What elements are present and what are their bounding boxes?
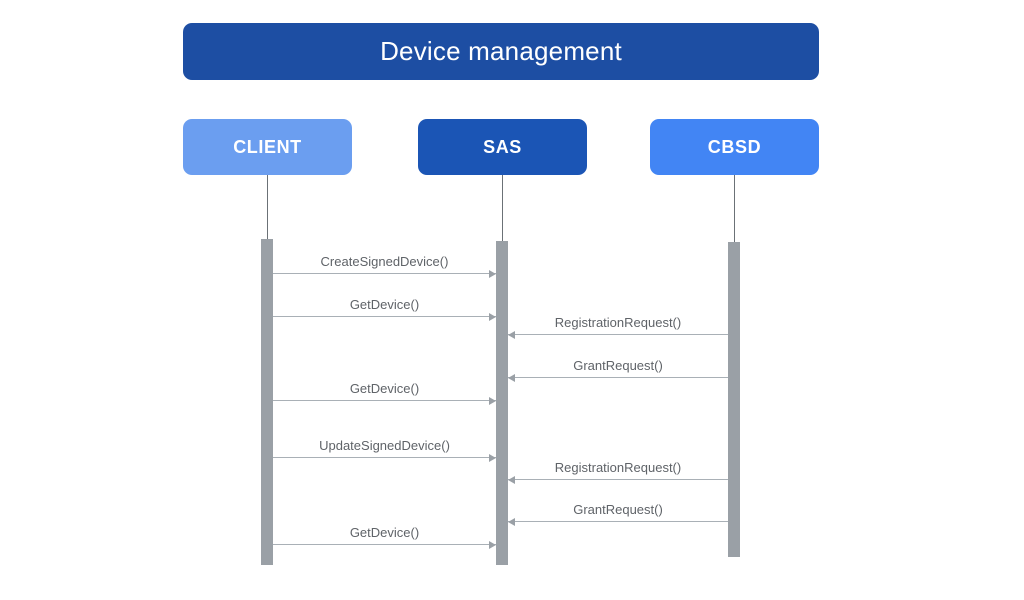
message-line [273, 457, 496, 458]
message-label: RegistrationRequest() [554, 460, 682, 475]
message-arrowhead-left [508, 331, 515, 339]
message-label: GetDevice() [349, 525, 420, 540]
message-line [508, 377, 728, 378]
message-line [273, 544, 496, 545]
message-arrowhead-right [489, 541, 496, 549]
message-line [273, 400, 496, 401]
lifeline-client [267, 175, 268, 239]
message-line [508, 334, 728, 335]
participant-client[interactable]: CLIENT [183, 119, 352, 175]
message-label: GetDevice() [349, 297, 420, 312]
message-arrowhead-left [508, 476, 515, 484]
message-arrowhead-right [489, 313, 496, 321]
message-line [273, 273, 496, 274]
activation-bar-client [261, 239, 273, 565]
message-label: GrantRequest() [573, 358, 663, 373]
message-line [508, 479, 728, 480]
message-arrowhead-left [508, 374, 515, 382]
message-label: CreateSignedDevice() [320, 254, 449, 269]
message-arrowhead-left [508, 518, 515, 526]
participant-sas[interactable]: SAS [418, 119, 587, 175]
message-label: GrantRequest() [573, 502, 663, 517]
page-title: Device management [380, 36, 622, 66]
message-arrowhead-right [489, 454, 496, 462]
diagram-title-bar: Device management [183, 23, 819, 80]
participant-label: SAS [483, 136, 522, 157]
participant-label: CBSD [707, 136, 762, 157]
activation-bar-sas [496, 241, 508, 565]
message-label: UpdateSignedDevice() [319, 438, 450, 453]
message-label: RegistrationRequest() [554, 315, 682, 330]
participant-label: CLIENT [233, 136, 302, 157]
message-line [508, 521, 728, 522]
message-label: GetDevice() [349, 381, 420, 396]
activation-bar-cbsd [728, 242, 740, 557]
message-line [273, 316, 496, 317]
lifeline-sas [502, 175, 503, 241]
lifeline-cbsd [734, 175, 735, 242]
message-arrowhead-right [489, 397, 496, 405]
participant-cbsd[interactable]: CBSD [650, 119, 819, 175]
message-arrowhead-right [489, 270, 496, 278]
